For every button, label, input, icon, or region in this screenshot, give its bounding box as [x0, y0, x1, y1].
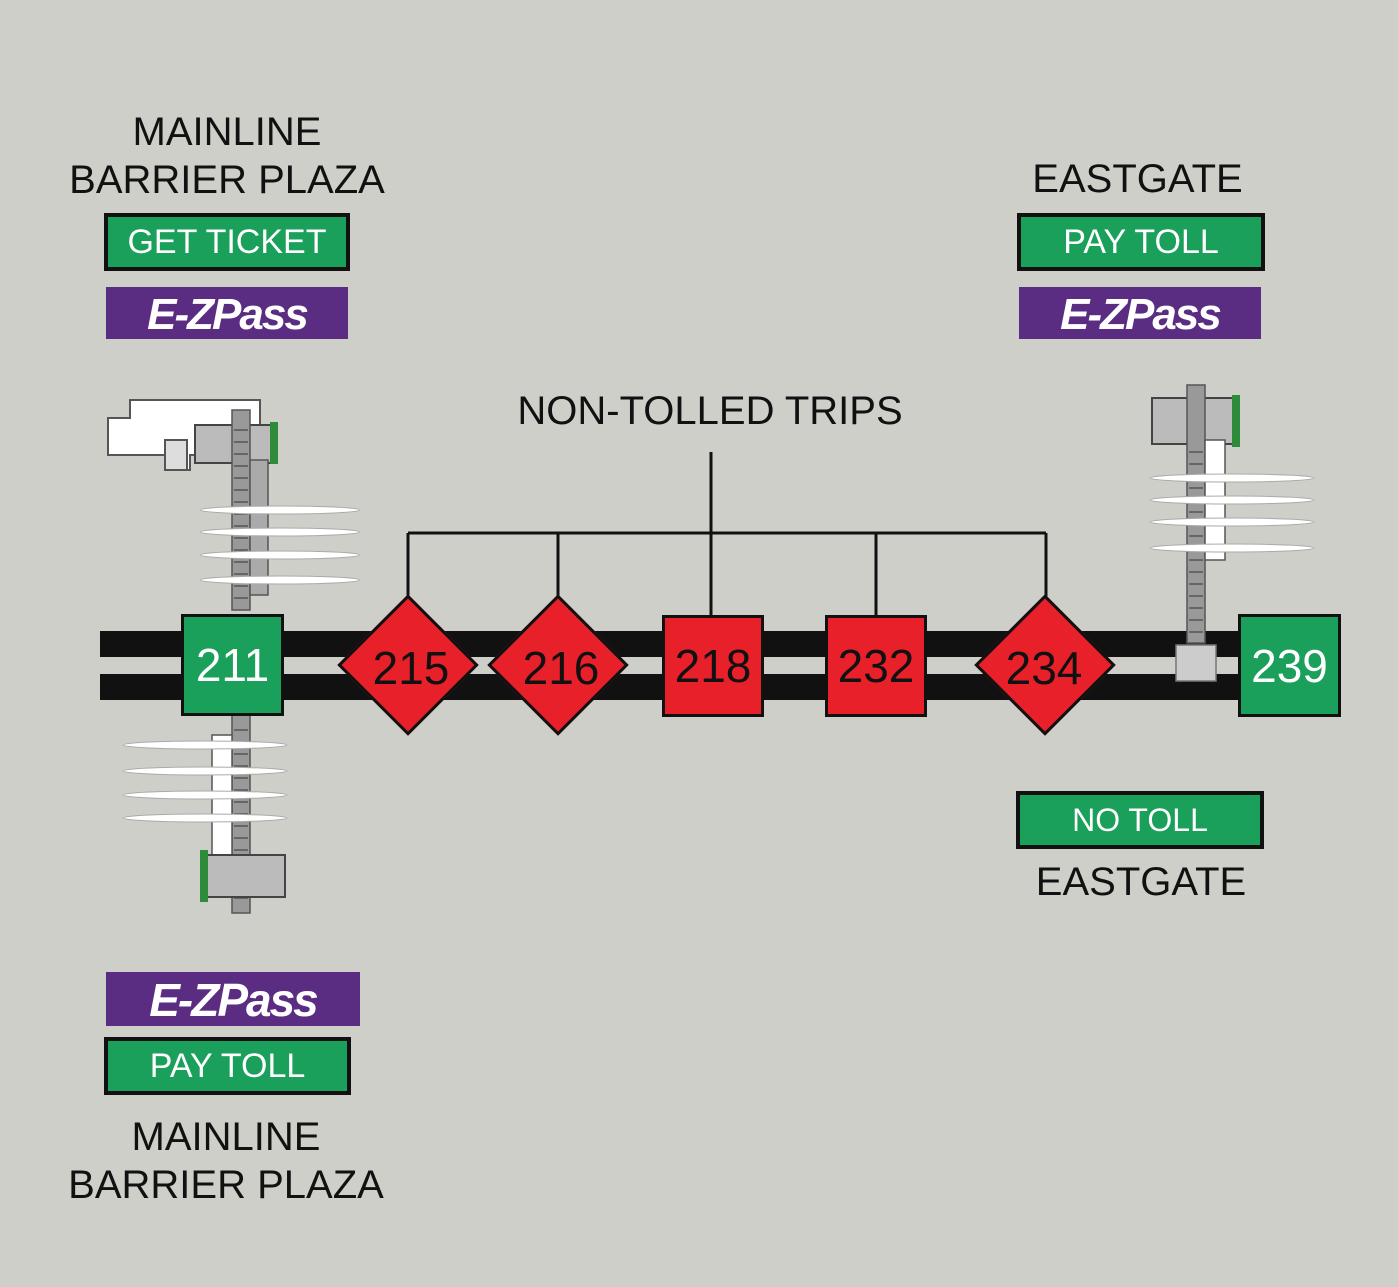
- ezpass-logo-upper-right: E-ZPass: [1019, 287, 1261, 339]
- exit-216-label: 216: [522, 642, 600, 694]
- exit-239-marker: 239: [1238, 614, 1341, 717]
- mainline-title-upper: MAINLINE BARRIER PLAZA: [64, 108, 390, 204]
- exit-215-label: 215: [372, 642, 450, 694]
- non-tolled-trips-label: NON-TOLLED TRIPS: [517, 389, 903, 433]
- ezpass-logo-upper-right-text: E-ZPass: [1060, 290, 1220, 339]
- mainline-title-lower: MAINLINE BARRIER PLAZA: [62, 1113, 390, 1209]
- mainline-plaza-lower-icon: [122, 714, 288, 914]
- eastgate-plaza-icon: [1149, 384, 1315, 682]
- no-toll-sign: NO TOLL: [1016, 791, 1264, 849]
- mainline-plaza-upper-icon: [107, 399, 361, 611]
- non-tolled-bracket: [406, 452, 1048, 615]
- mainline-title-upper-line2: BARRIER PLAZA: [69, 158, 385, 202]
- mainline-title-upper-line1: MAINLINE: [132, 110, 322, 154]
- exit-211-marker: 211: [181, 614, 284, 716]
- ezpass-logo-upper-left: E-ZPass: [106, 287, 348, 339]
- ezpass-logo-lower-left-text: E-ZPass: [149, 974, 318, 1026]
- mainline-title-lower-line1: MAINLINE: [131, 1115, 321, 1159]
- get-ticket-sign: GET TICKET: [104, 213, 350, 271]
- exit-218-marker: 218: [662, 615, 764, 717]
- eastgate-title-lower: EASTGATE: [1035, 860, 1247, 904]
- exit-232-marker: 232: [825, 615, 927, 717]
- eastgate-title-upper: EASTGATE: [1032, 157, 1243, 201]
- mainline-title-lower-line2: BARRIER PLAZA: [68, 1163, 384, 1207]
- pay-toll-sign-mainline: PAY TOLL: [104, 1037, 351, 1095]
- exit-234-label: 234: [1005, 642, 1083, 694]
- ezpass-logo-lower-left: E-ZPass: [106, 972, 360, 1026]
- pay-toll-sign-eastgate: PAY TOLL: [1017, 213, 1265, 271]
- ezpass-logo-upper-left-text: E-ZPass: [147, 290, 307, 339]
